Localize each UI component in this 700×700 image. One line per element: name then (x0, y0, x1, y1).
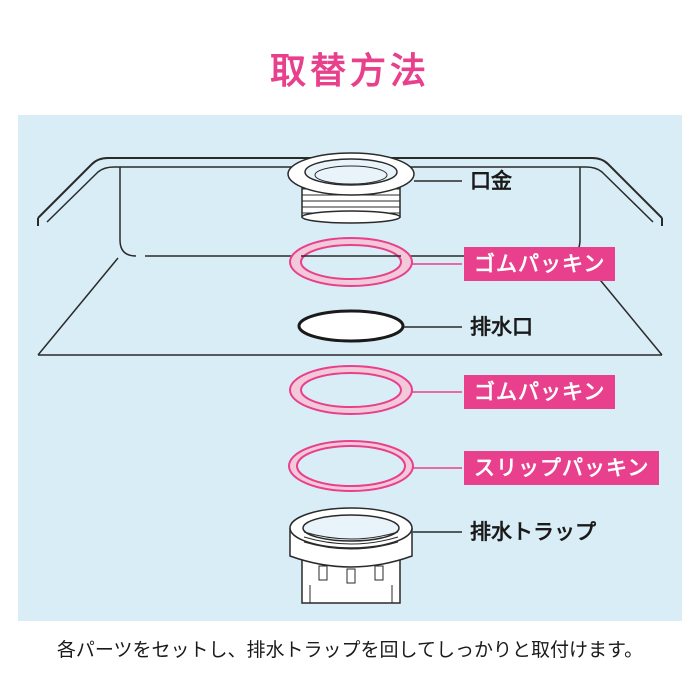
label-rubber-gasket-bottom: ゴムパッキン (464, 375, 616, 409)
label-slip-packing: スリップパッキン (464, 451, 660, 485)
rubber-gasket-bottom (289, 365, 413, 415)
rubber-gasket-top (289, 237, 413, 287)
slip-packing (288, 440, 414, 492)
drain-trap-part (289, 507, 413, 604)
label-kuchigane: 口金 (470, 169, 512, 193)
sink-floor-left (37, 257, 119, 356)
label-drain-hole: 排水口 (470, 315, 533, 339)
page-title: 取替方法 (269, 51, 430, 92)
label-rubber-gasket-top: ゴムパッキン (464, 247, 616, 281)
label-drain-trap: 排水トラップ (470, 520, 596, 544)
drain-hole (297, 309, 405, 343)
flange-part (287, 152, 415, 224)
instruction-caption: 各パーツをセットし、排水トラップを回してしっかりと取付けます。 (56, 639, 644, 661)
